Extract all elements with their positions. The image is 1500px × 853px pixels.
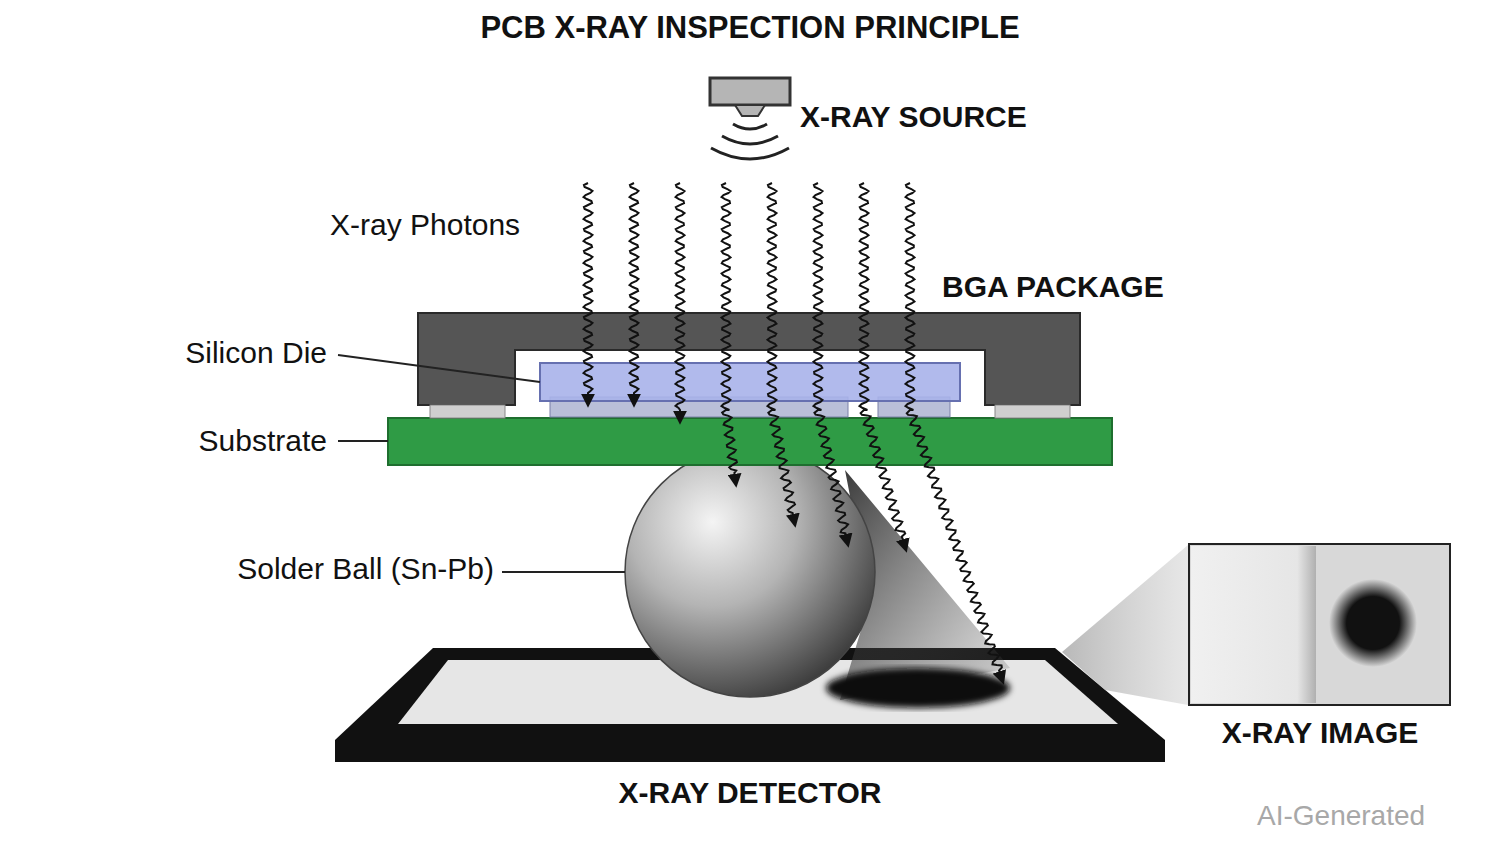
package-label: BGA PACKAGE [942,270,1164,305]
diagram-title: PCB X-RAY INSPECTION PRINCIPLE [480,10,1019,46]
substrate [388,418,1112,465]
photon-arrow [814,183,849,545]
image-beam [1062,545,1188,705]
photon-arrow [630,183,639,405]
silicon-die [540,363,960,401]
substrate-label: Substrate [199,424,327,459]
shadow-spot [826,668,1010,708]
photon-label: X-ray Photons [330,208,520,243]
solder-ball [625,447,875,697]
image-label: X-RAY IMAGE [1222,716,1419,751]
photon-arrow [676,183,685,422]
xray-photons [584,183,1003,682]
watermark: AI-Generated [1257,800,1425,832]
photon-arrow [722,183,737,485]
ball-label: Solder Ball (Sn-Pb) [237,552,494,587]
bga-package [418,313,1080,418]
xray-source [710,78,790,159]
photon-arrow [906,183,1003,682]
die-label: Silicon Die [185,336,327,371]
detector-label: X-RAY DETECTOR [619,776,882,811]
photon-arrow [768,183,795,525]
photon-arrow [584,183,593,405]
leader-lines [338,355,625,572]
source-label: X-RAY SOURCE [800,100,1027,135]
xray-image-inset [1189,544,1450,705]
photon-arrow [860,183,906,550]
